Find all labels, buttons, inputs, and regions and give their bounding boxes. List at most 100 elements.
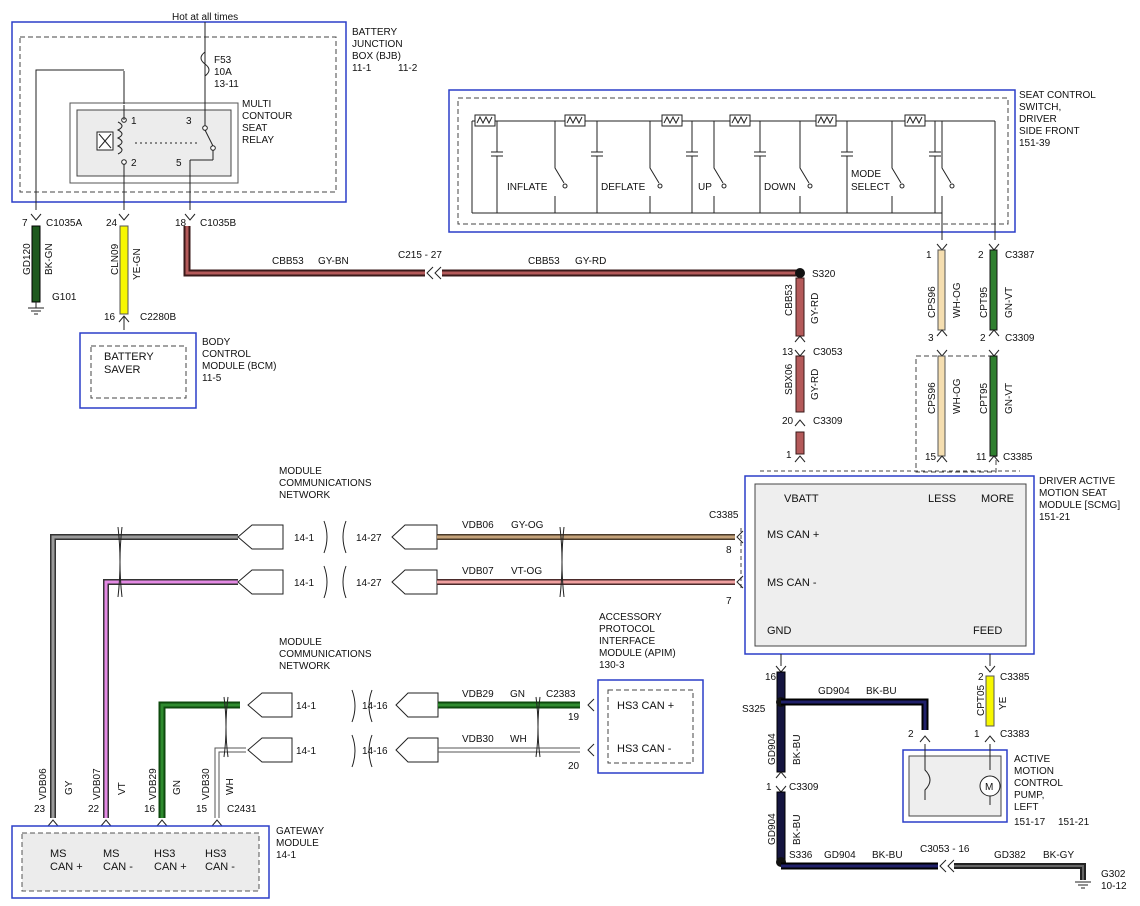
fuse-id: F53 — [214, 55, 232, 66]
ground-g302-ref: 10-12 — [1101, 881, 1127, 892]
cps-pin-1: 1 — [926, 250, 932, 261]
wire-cln09: CLN09 — [110, 243, 121, 275]
pin-1-vbatt: 1 — [786, 450, 792, 461]
ms-can-network: MODULE COMMUNICATIONS NETWORK 14-1 14-27… — [50, 466, 744, 818]
pin-24: 24 — [106, 218, 118, 229]
pump-pin-2: 2 — [908, 729, 914, 740]
fuse-amp: 10A — [214, 67, 232, 78]
gw-wire-vdb29: VDB29 — [148, 768, 159, 800]
wire-gn-vt: GN-VT — [1004, 287, 1015, 318]
gw-label-1: GATEWAY — [276, 826, 324, 837]
pump-label-1: ACTIVE — [1014, 754, 1050, 765]
switch-contact-terminal — [899, 183, 905, 189]
switch-capacitor — [754, 121, 766, 213]
switch-capacitor — [686, 121, 698, 213]
can-pin-8: 8 — [726, 545, 732, 556]
apim-hs3-minus: HS3 CAN - — [617, 743, 672, 755]
body-control-module: BATTERY SAVER BODY CONTROL MODULE (BCM) … — [79, 332, 276, 409]
relay-label-4: RELAY — [242, 135, 274, 146]
gw-pin-22: 22 — [88, 804, 100, 815]
bcm-label-2: CONTROL — [202, 349, 251, 360]
scmg-label-1: DRIVER ACTIVE — [1039, 476, 1115, 487]
ground-g101: G101 — [52, 292, 77, 303]
connector-c1035b: C1035B — [200, 218, 236, 229]
gateway-module: VDB06 GY VDB07 VT VDB29 GN VDB30 WH 23 2… — [11, 768, 324, 899]
can-d-left-pin: 14-1 — [296, 746, 316, 757]
gw-wire-vt: VT — [117, 782, 128, 795]
gnd-pin-1: 1 — [766, 782, 772, 793]
can-c-color: GN — [510, 689, 525, 700]
bcm-inner-1: BATTERY — [104, 351, 154, 363]
can-c-code: VDB29 — [462, 689, 494, 700]
gw-ref: 14-1 — [276, 850, 296, 861]
gw-ms-minus-1: MS — [103, 848, 120, 860]
can-d-code: VDB30 — [462, 734, 494, 745]
seat-switch-label-3: DRIVER — [1019, 114, 1057, 125]
can-c-left-pin: 14-1 — [296, 701, 316, 712]
switch-contact-terminal — [657, 183, 663, 189]
gw-wire-wh: WH — [225, 778, 236, 795]
wire-gn-vt-b: GN-VT — [1004, 383, 1015, 414]
switch-contact — [713, 121, 724, 213]
vbatt-feed: CBB53 GY-RD 13 C3053 SBX06 GY-RD 20 C330… — [782, 277, 843, 463]
wire-wh-og-b: WH-OG — [952, 378, 963, 414]
mcn-top-1: MODULE — [279, 466, 322, 477]
bjb-label-2: JUNCTION — [352, 39, 403, 50]
relay-pin-1: 1 — [131, 116, 137, 127]
apim-label-1: ACCESSORY — [599, 612, 662, 623]
apim-ref: 130-3 — [599, 660, 625, 671]
switch-resistor-zigzag — [731, 115, 748, 125]
connector-c3383: C3383 — [1000, 729, 1030, 740]
active-motion-pump: 2 C3385 CPT05 YE 2 1 C3383 M ACTIVE MOTI… — [902, 654, 1090, 828]
cbb53-left-code: CBB53 — [272, 256, 304, 267]
wire-wh-og: WH-OG — [952, 282, 963, 318]
mcn-top-3: NETWORK — [279, 490, 330, 501]
gw-pin-16: 16 — [144, 804, 156, 815]
switch-signal-wires: 1 2 C3387 CPS96 WH-OG CPT95 GN-VT 3 2 C3… — [915, 243, 1035, 473]
apim-module: HS3 CAN + HS3 CAN - ACCESSORY PROTOCOL I… — [597, 612, 704, 774]
mcn-bottom-2: COMMUNICATIONS — [279, 649, 372, 660]
gw-ms-minus-2: CAN - — [103, 861, 133, 873]
connector-c2431: C2431 — [227, 804, 257, 815]
cbb53-right-color: GY-RD — [575, 256, 606, 267]
connector-c3053-16: C3053 - 16 — [920, 844, 970, 855]
pump-label-4: PUMP, — [1014, 790, 1044, 801]
scmg-label-3: MODULE [SCMG] — [1039, 500, 1120, 511]
cbb53-left-color: GY-BN — [318, 256, 349, 267]
can-a-code: VDB06 — [462, 520, 494, 531]
apim-label-2: PROTOCOL — [599, 624, 655, 635]
switch-deflate: DEFLATE — [601, 182, 646, 193]
gnd-h-code: GD904 — [818, 686, 850, 697]
gw-pin-23: 23 — [34, 804, 46, 815]
gw-hs3-minus-2: CAN - — [205, 861, 235, 873]
gw-wire-vdb06: VDB06 — [38, 768, 49, 800]
gnd-bk-gy: BK-GY — [1043, 850, 1074, 861]
motor-symbol: M — [985, 782, 993, 793]
wire-cbb53-v-color: GY-RD — [810, 293, 821, 324]
switch-mode-2: SELECT — [851, 182, 890, 193]
pump-label-3: CONTROL — [1014, 778, 1063, 789]
relay-label-1: MULTI — [242, 99, 271, 110]
connector-c3309: C3309 — [813, 416, 843, 427]
switch-resistor — [904, 114, 926, 127]
can-a-left-pin: 14-1 — [294, 533, 314, 544]
gw-pin-15: 15 — [196, 804, 208, 815]
apim-pin-19: 19 — [568, 712, 580, 723]
switch-contact — [554, 121, 565, 213]
gw-wire-gy: GY — [64, 780, 75, 795]
switch-contact-terminal — [807, 183, 813, 189]
relay-label-2: CONTOUR — [242, 111, 292, 122]
switch-capacitor — [929, 121, 941, 213]
ground-circuit: 16 S325 GD904 BK-BU GD904 BK-BU 1 C3309 … — [742, 654, 1127, 892]
gw-ms-plus-2: CAN + — [50, 861, 83, 873]
seat-switch-label-4: SIDE FRONT — [1019, 126, 1080, 137]
switch-capacitor — [591, 121, 603, 213]
scmg-vbatt: VBATT — [784, 493, 819, 505]
connector-c3385-top: C3385 — [1003, 452, 1033, 463]
switch-resistor — [729, 114, 751, 127]
bcm-label-3: MODULE (BCM) — [202, 361, 276, 372]
wire-cpt95-b: CPT95 — [979, 382, 990, 414]
pin-18: 18 — [175, 218, 187, 229]
fuse-ref: 13-11 — [214, 79, 239, 90]
splice-s320: S320 — [812, 269, 836, 280]
